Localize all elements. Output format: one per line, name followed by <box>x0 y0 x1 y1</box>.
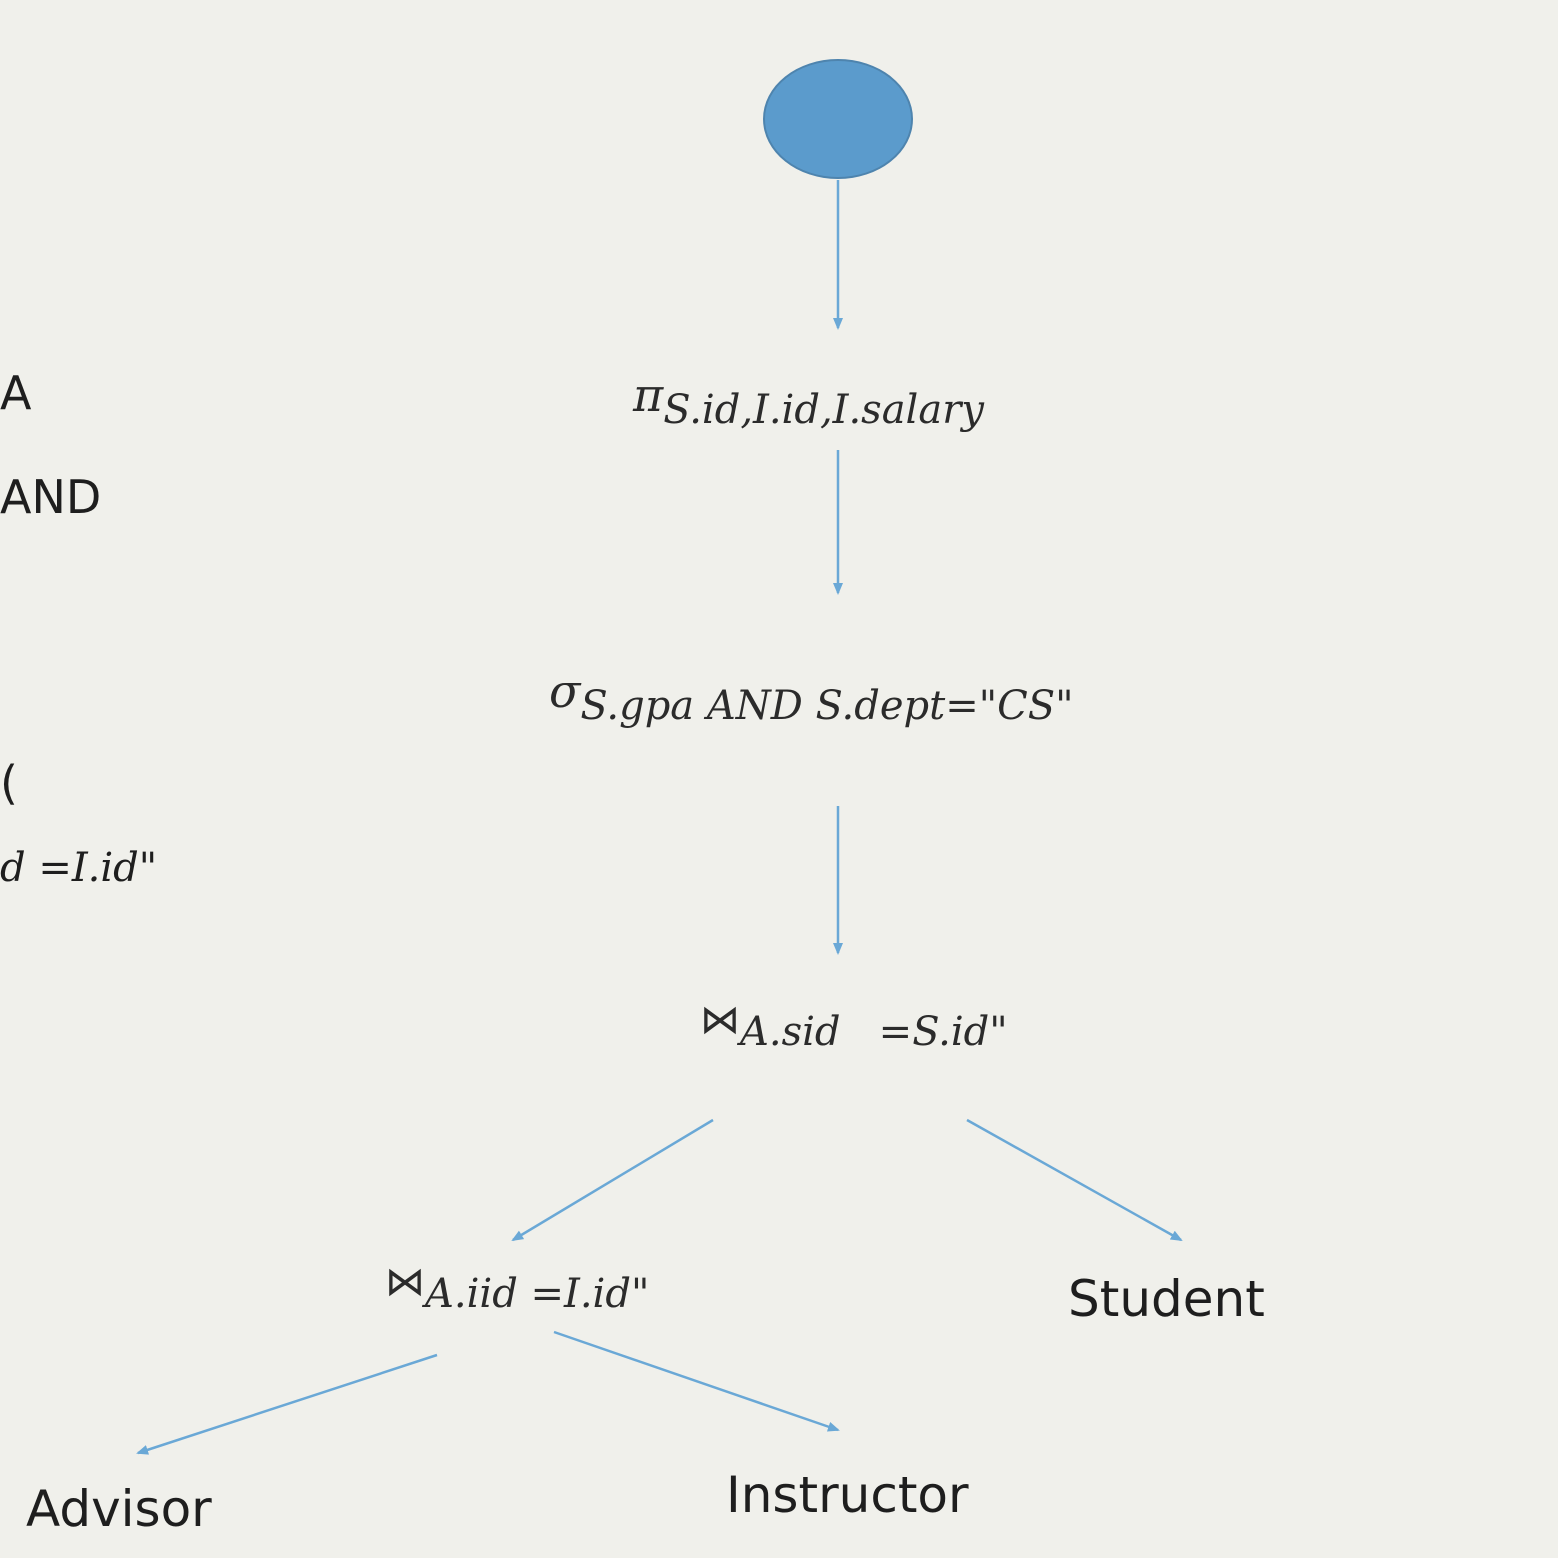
selection-subscript: S.gpa AND S.dept="CS" <box>580 683 1074 729</box>
join-bottom-symbol: ⋈ <box>385 1259 425 1305</box>
join-operator-top: ⋈A.sid =S.id" <box>700 997 1008 1052</box>
edge-join-to-student <box>966 1118 1183 1242</box>
selection-operator: σS.gpa AND S.dept="CS" <box>549 668 1074 726</box>
selection-symbol: σ <box>549 664 581 718</box>
edge-join-bottom-to-advisor <box>136 1353 438 1455</box>
projection-subscript: S.id,I.id,I.salary <box>663 387 984 433</box>
left-text-line-3: ( <box>0 756 18 810</box>
edge-join-to-join-bottom <box>511 1118 714 1242</box>
relation-student: Student <box>1068 1270 1265 1328</box>
projection-symbol: π <box>633 368 664 422</box>
relation-advisor: Advisor <box>26 1480 212 1538</box>
join-bottom-subscript: A.iid =I.id" <box>425 1271 650 1317</box>
join-top-subscript: A.sid =S.id" <box>740 1009 1008 1055</box>
edge-join-bottom-to-instructor <box>553 1330 840 1432</box>
relation-instructor: Instructor <box>726 1466 969 1524</box>
projection-operator: πS.id,I.id,I.salary <box>633 372 984 430</box>
join-operator-bottom: ⋈A.iid =I.id" <box>385 1259 649 1314</box>
left-text-line-2: AND <box>0 470 102 524</box>
root-node <box>763 59 913 179</box>
left-text-line-1: A <box>0 366 32 420</box>
join-top-symbol: ⋈ <box>700 997 740 1043</box>
left-text-line-4: d =I.id" <box>0 845 158 891</box>
